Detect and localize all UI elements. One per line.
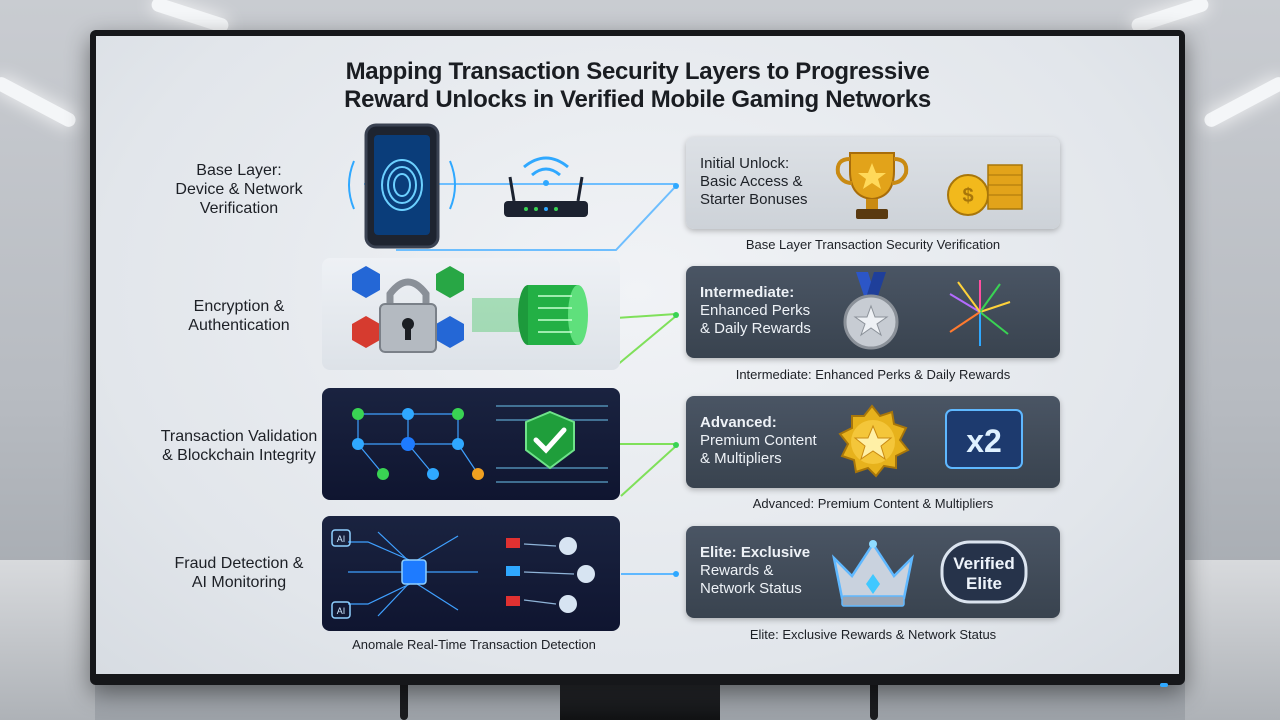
reward-caption-intermediate: Intermediate: Enhanced Perks & Daily Rew…: [735, 367, 1011, 382]
reward-text-intermediate: Intermediate: Enhanced Perks & Daily Rew…: [700, 284, 811, 337]
verified-text-line1: Verified: [953, 554, 1014, 573]
hex-badge-green: [436, 266, 464, 298]
ai-chip-badge-top: [331, 529, 351, 547]
device-verification-illustration: [348, 123, 588, 249]
reward-card-elite: Elite: Exclusive Rewards & Network Statu…: [686, 526, 1060, 618]
monitor-screen: Mapping Transaction Security Layers to P…: [96, 36, 1179, 674]
ceiling-light-left-lower: [0, 74, 79, 130]
ai-chip-badge-bottom: [331, 601, 351, 619]
reward-caption-initial: Base Layer Transaction Security Verifica…: [745, 237, 1001, 252]
reward-text-initial: Initial Unlock: Basic Access & Starter B…: [700, 155, 808, 208]
network-nodes: [352, 408, 484, 480]
connector-encryption: [615, 313, 677, 319]
hex-badge-red: [352, 316, 380, 348]
ceiling-light-right-lower: [1201, 74, 1280, 130]
multiplier-badge-icon: x2: [945, 409, 1023, 469]
svg-text:$: $: [962, 185, 973, 207]
monitor-stand: [560, 680, 720, 720]
reward-card-intermediate: Intermediate: Enhanced Perks & Daily Rew…: [686, 266, 1060, 358]
multiplier-text: x2: [966, 423, 1002, 459]
ceiling-light-right: [1129, 0, 1211, 35]
ceiling-light-left: [149, 0, 231, 35]
background-desk-right: [1185, 560, 1280, 720]
connector-encryption-lower: [615, 315, 677, 367]
connector-blockchain-lower: [620, 445, 677, 497]
layer-label-fraud: Fraud Detection & AI Monitoring: [174, 555, 304, 591]
fraud-caption: Anomale Real-Time Transaction Detection: [352, 637, 596, 652]
connector-node-4: [673, 571, 679, 577]
reward-caption-advanced: Advanced: Premium Content & Multipliers: [752, 496, 994, 511]
hex-badge-blue-2: [436, 316, 464, 348]
connector-node-1: [673, 183, 679, 189]
trophy-icon: [835, 152, 909, 219]
power-led: [1160, 683, 1168, 687]
monitor-cable-left: [400, 680, 408, 720]
wifi-icon: [523, 156, 569, 186]
fraud-detection-illustration: AI AI: [331, 529, 595, 619]
crown-icon: [831, 540, 915, 607]
reward-text-elite: Elite: Exclusive Rewards & Network Statu…: [700, 544, 811, 597]
coins-icon: $: [947, 164, 1023, 216]
reward-text-advanced: Advanced: Premium Content & Multipliers: [700, 414, 817, 467]
background-desk-left: [0, 560, 95, 720]
layer-label-base: Base Layer: Device & Network Verificatio…: [175, 162, 303, 217]
ai-chip-icon: [401, 559, 427, 585]
alert-flags: [506, 538, 520, 606]
silver-medal-icon: [843, 272, 899, 350]
ai-label-bottom: AI: [337, 606, 346, 616]
robot-icons: [559, 537, 595, 613]
diagram-title: Mapping Transaction Security Layers to P…: [96, 58, 1179, 114]
fireworks-icon: [949, 280, 1011, 346]
title-line-1: Mapping Transaction Security Layers to P…: [345, 58, 930, 85]
reward-caption-elite: Elite: Exclusive Rewards & Network Statu…: [749, 627, 997, 642]
ai-label-top: AI: [337, 534, 346, 544]
monitor-cable-right: [870, 680, 878, 720]
reward-card-advanced: Advanced: Premium Content & Multipliers …: [686, 396, 1060, 488]
gold-star-badge-icon: [838, 404, 910, 478]
connector-node-2: [673, 312, 679, 318]
encryption-illustration: [352, 266, 588, 353]
verified-text-line2: Elite: [966, 574, 1002, 593]
verified-elite-badge-icon: Verified Elite: [940, 540, 1028, 604]
check-icon: [533, 427, 567, 454]
layer-label-encryption: Encryption & Authentication: [188, 298, 290, 334]
router-icon: [504, 176, 588, 217]
reward-card-initial: Initial Unlock: Basic Access & Starter B…: [686, 137, 1060, 229]
data-cylinder-icon: [472, 285, 588, 345]
fingerprint-icon: [381, 159, 423, 211]
title-line-2: Reward Unlocks in Verified Mobile Gaming…: [344, 86, 931, 113]
shield-icon: [525, 410, 575, 470]
padlock-icon: [379, 278, 437, 353]
blockchain-illustration: [352, 405, 608, 483]
hex-badge-blue: [352, 266, 380, 298]
connector-node-3: [673, 442, 679, 448]
connector-base-lower: [396, 185, 677, 251]
data-stream: [496, 405, 608, 483]
layer-label-blockchain: Transaction Validation & Blockchain Inte…: [160, 428, 318, 464]
